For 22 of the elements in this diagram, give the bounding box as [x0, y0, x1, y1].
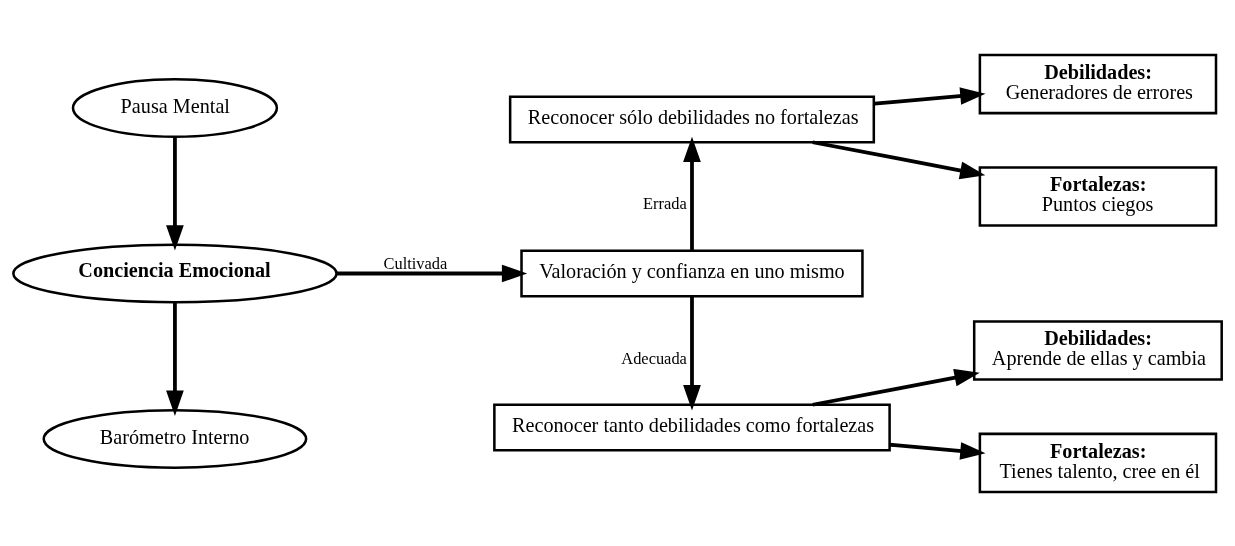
edge-label: Cultivada — [383, 253, 448, 273]
node-box: Debilidades: Aprende de ellas y cambia — [972, 319, 1223, 381]
arrow — [166, 136, 184, 250]
arrow — [874, 86, 986, 105]
arrow — [889, 441, 986, 460]
node-box: Reconocer tanto debilidades como fortalezas — [493, 403, 891, 452]
arrow — [812, 139, 986, 179]
arrow — [336, 264, 528, 282]
node-ellipse: Barómetro Interno — [42, 408, 308, 469]
node-box: Valoración y confianza en uno mismo — [520, 249, 864, 297]
node-box: Debilidades: Generadores de errores — [978, 53, 1218, 114]
arrow — [683, 136, 701, 251]
arrow — [683, 296, 701, 410]
edge-label: Adecuada — [621, 348, 687, 368]
node-ellipse: Conciencia Emocional — [12, 243, 338, 303]
node-box: Fortalezas: Tienes talento, cree en él — [978, 432, 1218, 493]
edge-label: Errada — [642, 193, 687, 213]
node-box: Fortalezas: Puntos ciegos — [978, 165, 1218, 227]
node-box: Reconocer sólo debilidades no fortalezas — [508, 94, 876, 143]
arrow — [166, 301, 184, 416]
arrow — [812, 368, 980, 407]
node-ellipse: Pausa Mental — [71, 77, 279, 138]
